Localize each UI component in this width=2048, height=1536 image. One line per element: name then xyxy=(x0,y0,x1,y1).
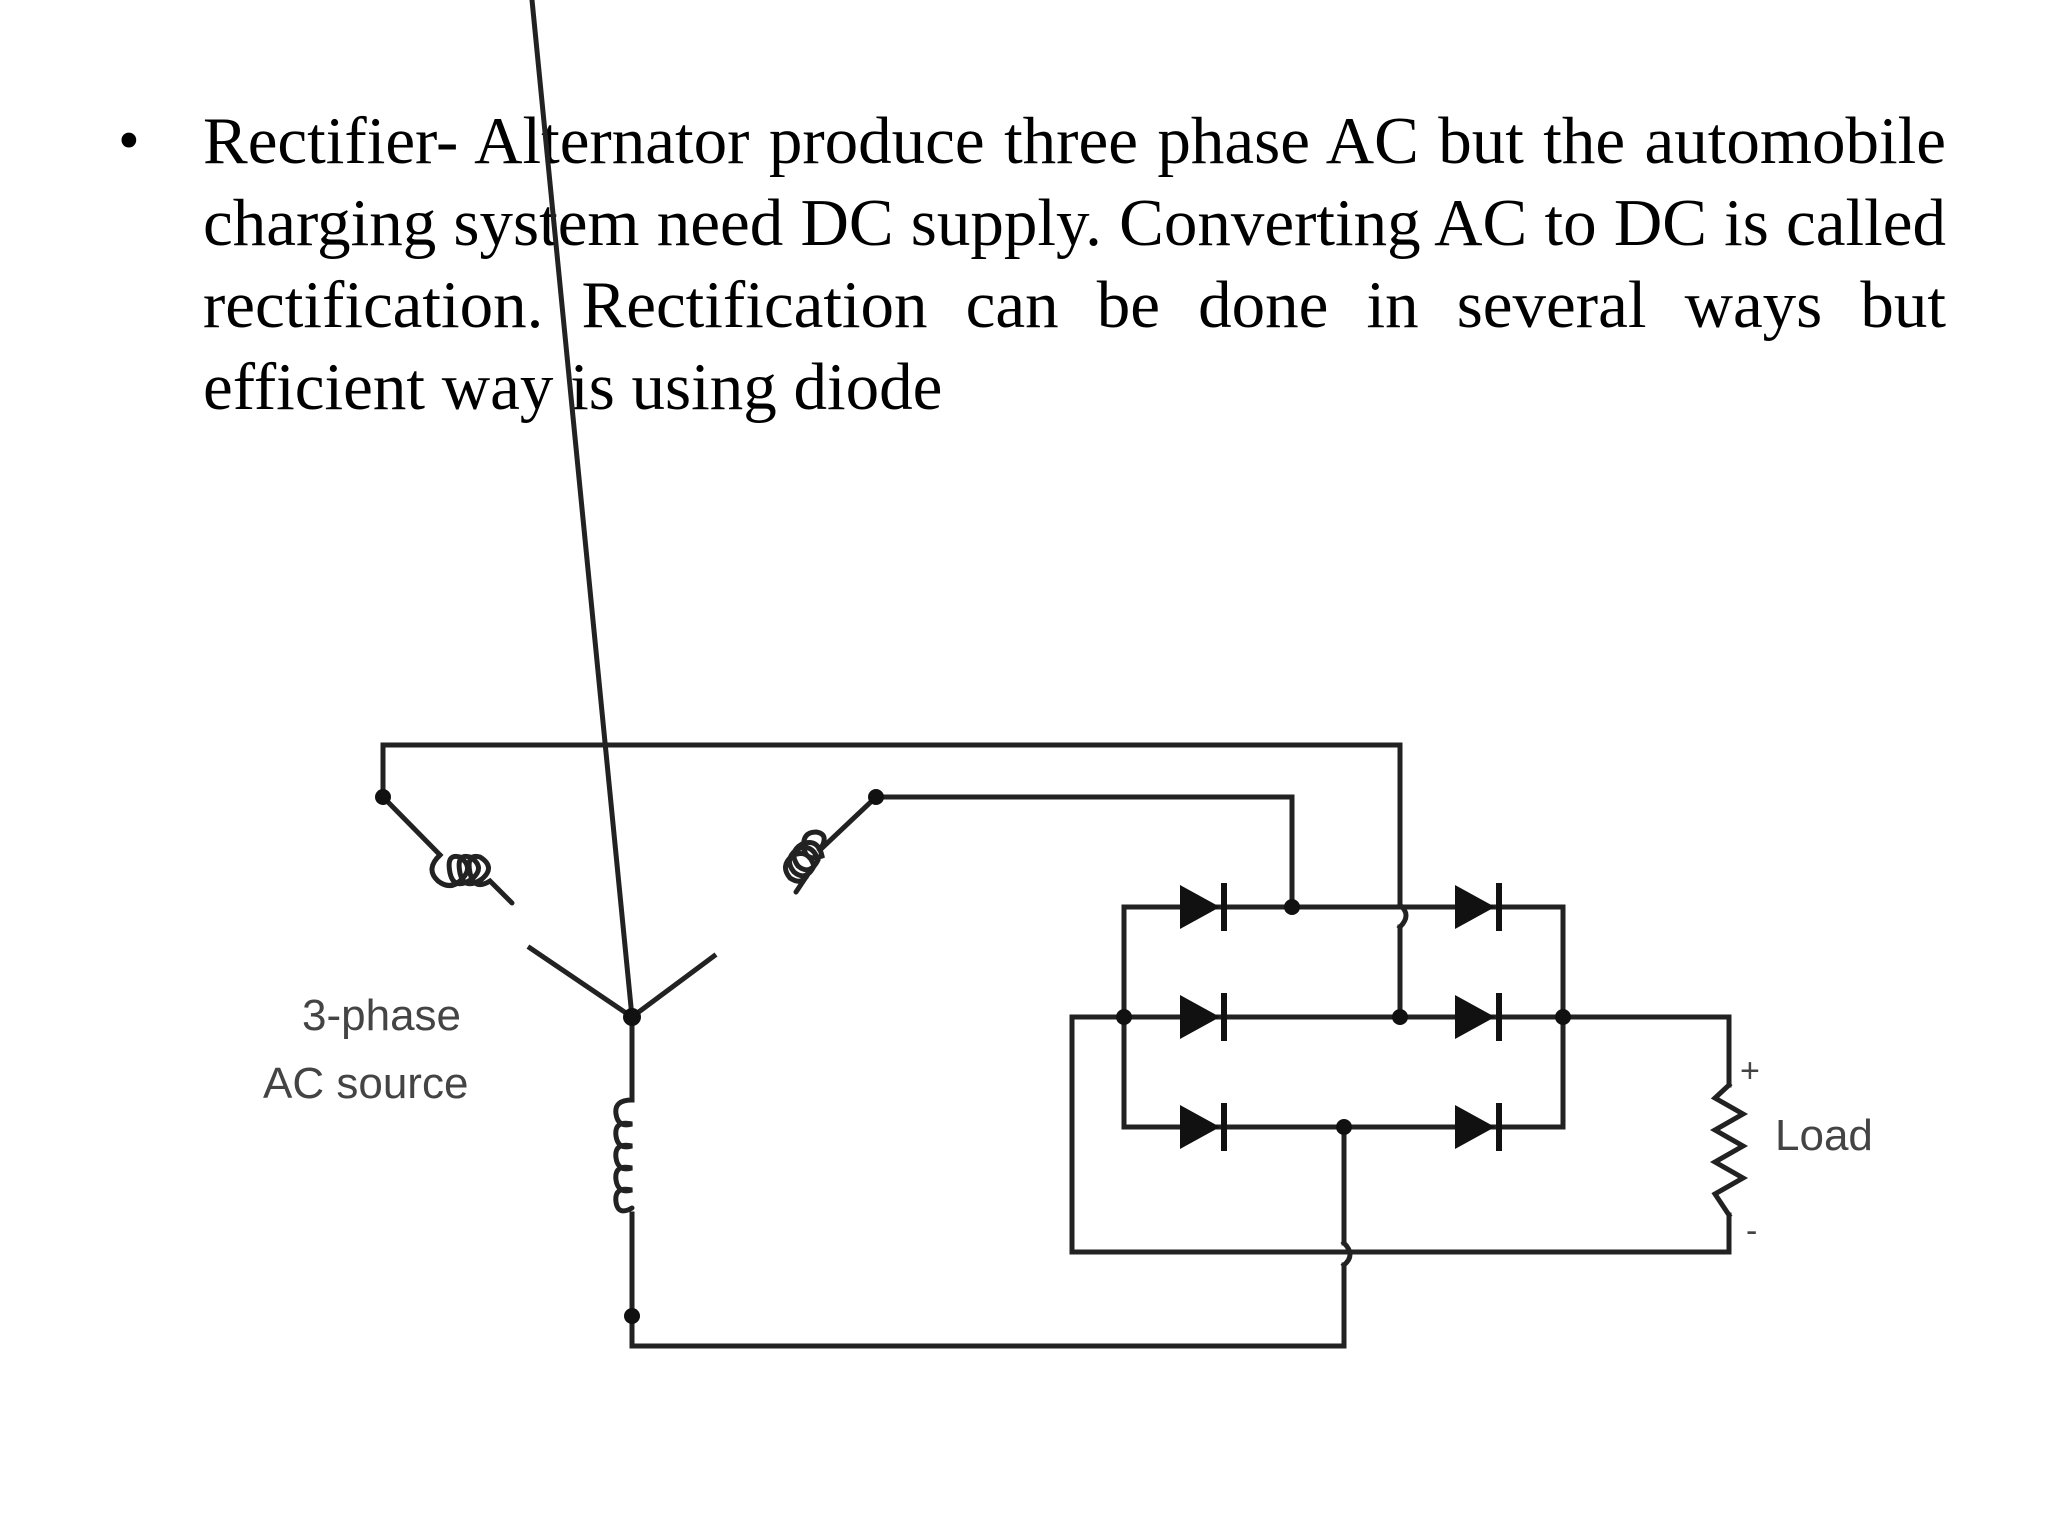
junction-dot xyxy=(1284,899,1300,915)
phase-c-line xyxy=(629,1262,1347,1349)
diode-top-left xyxy=(1180,883,1227,931)
phase-a-line xyxy=(380,742,1403,908)
junction-dot xyxy=(1116,1009,1132,1025)
winding-a xyxy=(379,0,636,1021)
source-label-line1: 3-phase xyxy=(302,991,461,1040)
diode-top-right xyxy=(1455,883,1502,931)
dc-positive-line xyxy=(1560,1014,1732,1088)
dc-negative-line xyxy=(1069,1014,1732,1255)
junction-dot xyxy=(1555,1009,1571,1025)
load-resistor xyxy=(1709,1081,1749,1219)
load-minus-sign: - xyxy=(1746,1212,1757,1250)
diode-mid-left xyxy=(1180,993,1227,1041)
junction-dot xyxy=(1336,1119,1352,1135)
diode-bottom-left xyxy=(1180,1103,1227,1151)
load-label: Load xyxy=(1775,1111,1873,1160)
winding-c xyxy=(613,1014,635,1319)
junction-dot xyxy=(1392,1009,1408,1025)
load-plus-sign: + xyxy=(1740,1052,1760,1090)
diode-bottom-right xyxy=(1455,1103,1502,1151)
junction-dot xyxy=(623,1008,641,1026)
source-label-line2: AC source xyxy=(263,1059,468,1108)
winding-b xyxy=(628,793,880,1021)
diode-mid-right xyxy=(1455,993,1502,1041)
junction-dot xyxy=(624,1308,640,1324)
junction-dot xyxy=(868,789,884,805)
phase-b-line xyxy=(873,794,1295,910)
bullet-marker: • xyxy=(118,107,140,175)
junction-dot xyxy=(375,789,391,805)
